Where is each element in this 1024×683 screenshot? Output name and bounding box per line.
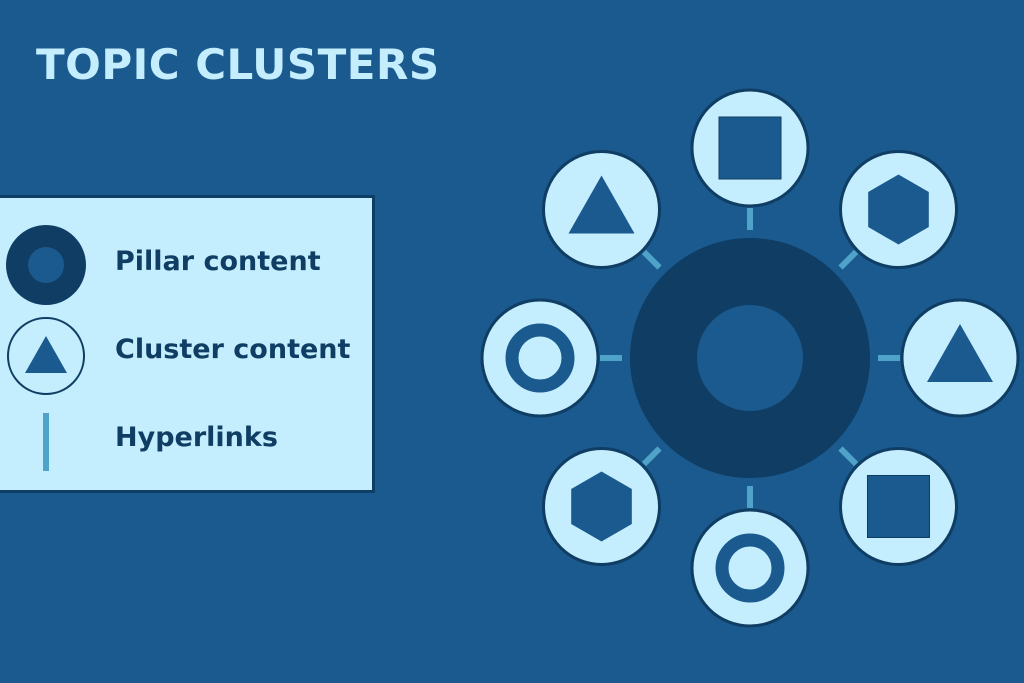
hyperlink-line — [838, 446, 859, 467]
hyperlink-line — [641, 249, 662, 270]
cluster-node-square — [690, 88, 810, 208]
cluster-node-square — [838, 446, 958, 566]
cluster-node-triangle — [900, 298, 1020, 418]
cluster-node-ring — [690, 508, 810, 628]
ring-icon — [715, 533, 785, 603]
page-title: TOPIC CLUSTERS — [36, 40, 440, 89]
cluster-node-hexagon — [542, 446, 662, 566]
legend: Pillar content Cluster content Hyperlink… — [0, 195, 375, 493]
hyperlink-line — [641, 446, 662, 467]
hyperlink-line — [838, 249, 859, 270]
square-icon — [718, 116, 782, 180]
pillar-content-node — [630, 238, 870, 478]
cluster-node-ring — [480, 298, 600, 418]
legend-label-pillar: Pillar content — [115, 246, 321, 277]
link-line-icon — [43, 413, 49, 471]
hexagon-icon — [571, 471, 632, 542]
legend-icons — [6, 225, 86, 471]
ring-icon — [505, 323, 575, 393]
cluster-triangle-icon — [7, 317, 85, 395]
legend-label-cluster: Cluster content — [115, 334, 351, 365]
hexagon-icon — [868, 174, 929, 245]
triangle-icon — [927, 324, 993, 382]
square-icon — [866, 474, 930, 538]
pillar-ring-icon — [6, 225, 86, 305]
cluster-node-hexagon — [838, 150, 958, 270]
cluster-node-triangle — [542, 150, 662, 270]
legend-label-hyperlinks: Hyperlinks — [115, 422, 278, 453]
triangle-icon — [568, 175, 635, 234]
